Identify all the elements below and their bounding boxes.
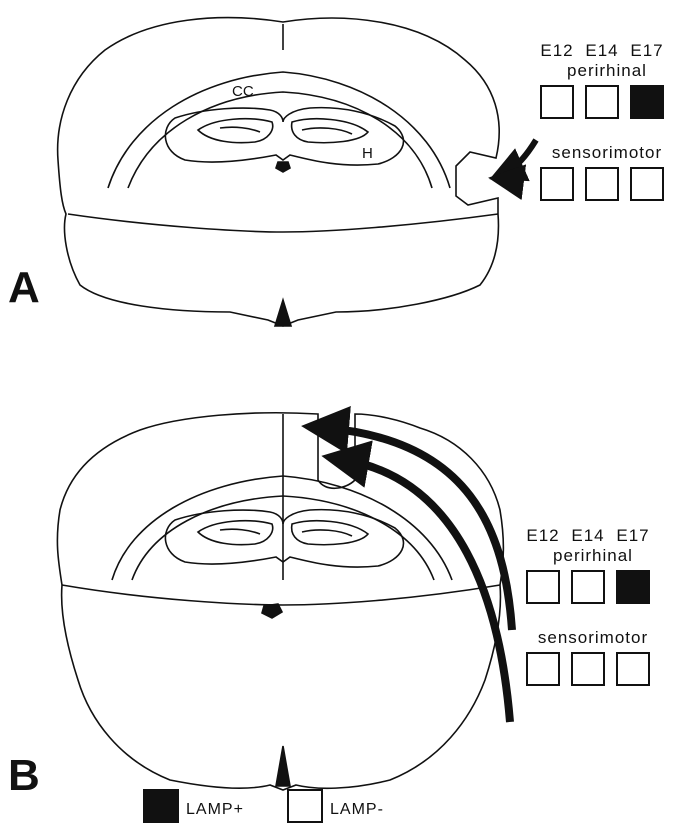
legend-swatch-plus <box>144 790 178 822</box>
panel_b-group-sensorimotor: sensorimotor <box>538 628 648 647</box>
legend-label-minus: LAMP- <box>330 801 384 818</box>
legend: LAMP+ LAMP- <box>144 790 384 822</box>
label-corpus-callosum: CC <box>232 83 254 100</box>
panel_a-age-e14: E14 <box>585 41 618 60</box>
arrow-sensorimotor-b <box>345 460 510 722</box>
legend-label-plus: LAMP+ <box>186 801 244 818</box>
panel_b-age-e12: E12 <box>526 526 559 545</box>
panel_a-sensorimotor-e12-box <box>541 168 573 200</box>
panel_b-sensorimotor-e17-box <box>617 653 649 685</box>
label-hippocampus: H <box>362 145 373 162</box>
brain-section-a <box>58 18 500 326</box>
arrow-sensorimotor-a <box>506 180 522 182</box>
panel_a-age-e17: E17 <box>630 41 663 60</box>
panel-label-a: A <box>8 263 40 312</box>
panel_a-perirhinal-e17-box <box>631 86 663 118</box>
panel_b-perirhinal-e17-box <box>617 571 649 603</box>
legend-swatch-minus <box>288 790 322 822</box>
panel_b-age-e17: E17 <box>616 526 649 545</box>
panel_a-perirhinal-e14-box <box>586 86 618 118</box>
brain-section-b <box>57 413 503 790</box>
panel_b-age-e14: E14 <box>571 526 604 545</box>
panel-label-b: B <box>8 751 40 800</box>
arrow-perirhinal-a <box>506 140 536 172</box>
panel_a-sensorimotor-e17-box <box>631 168 663 200</box>
panel_a-age-e12: E12 <box>540 41 573 60</box>
panel_a-perirhinal-e12-box <box>541 86 573 118</box>
panel_a-group-sensorimotor: sensorimotor <box>552 143 662 162</box>
panel_b-sensorimotor-e14-box <box>572 653 604 685</box>
panel_a-group-perirhinal: perirhinal <box>567 61 647 80</box>
panel_a-sensorimotor-e14-box <box>586 168 618 200</box>
panel_b-perirhinal-e14-box <box>572 571 604 603</box>
panel_b-sensorimotor-e12-box <box>527 653 559 685</box>
panel_b-group-perirhinal: perirhinal <box>553 546 633 565</box>
panel_b-perirhinal-e12-box <box>527 571 559 603</box>
